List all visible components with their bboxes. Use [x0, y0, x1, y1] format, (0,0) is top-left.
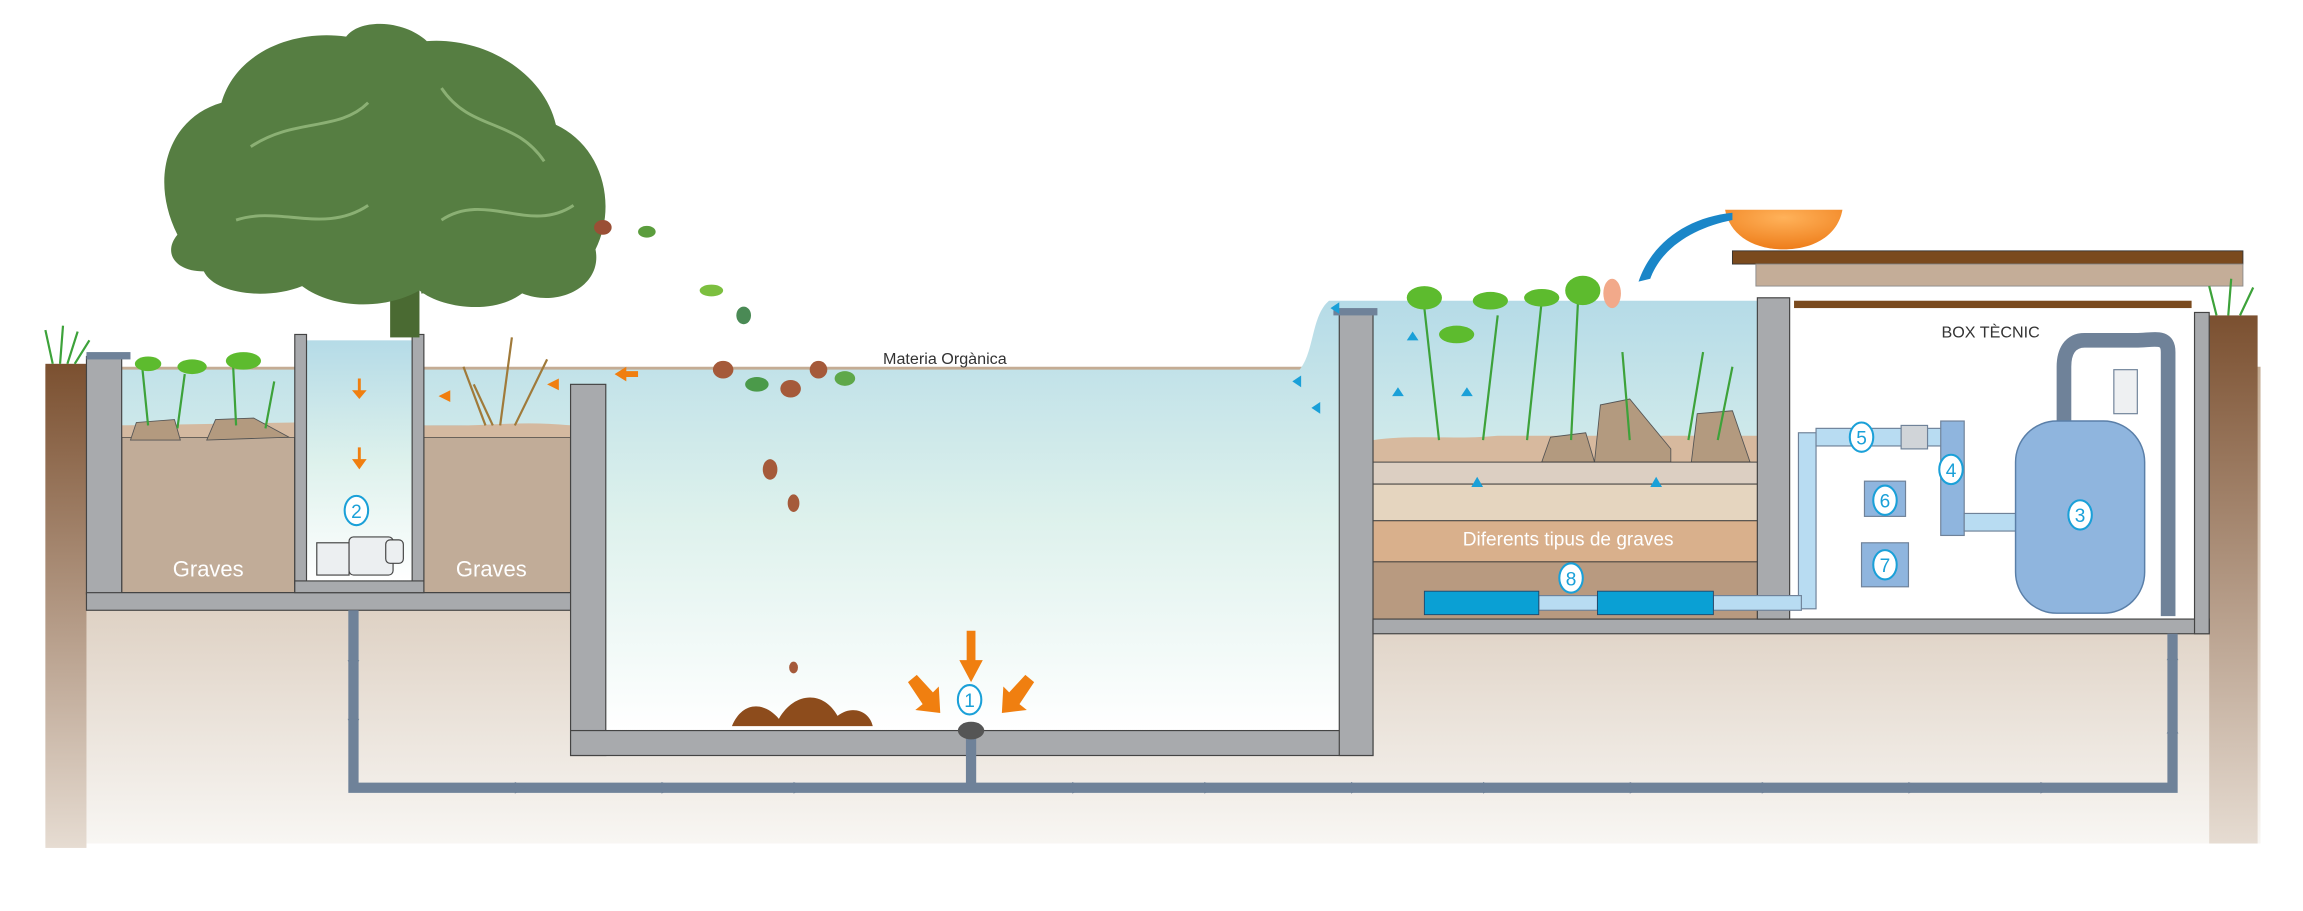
- soil-right: [2209, 315, 2258, 844]
- roof-plank: [1731, 250, 2244, 265]
- marker-3: 3: [2067, 499, 2093, 531]
- coping-left: [86, 352, 131, 360]
- label-organic-matter: Materia Orgànica: [883, 350, 1007, 368]
- svg-text:3: 3: [2075, 506, 2086, 527]
- diffuser-right: [1597, 590, 1714, 616]
- marker-1: 1: [956, 684, 983, 716]
- marker-4: 4: [1938, 453, 1964, 486]
- label-gravel-left: Graves: [173, 557, 244, 582]
- leaves: [594, 220, 873, 727]
- svg-text:1: 1: [964, 691, 975, 712]
- svg-text:7: 7: [1880, 556, 1891, 577]
- gravel-layer-2: [1372, 483, 1758, 522]
- plumbing: [1538, 369, 2138, 611]
- svg-text:4: 4: [1946, 461, 1957, 482]
- svg-text:5: 5: [1856, 428, 1867, 449]
- tree-icon: [164, 23, 606, 338]
- label-gravel-types: Diferents tipus de graves: [1463, 530, 1674, 551]
- svg-text:8: 8: [1566, 569, 1577, 590]
- orange-flow-arrows: [351, 366, 1035, 713]
- gravel-layer-1: [1372, 461, 1758, 485]
- marker-6: 6: [1872, 484, 1898, 516]
- marker-2: 2: [343, 494, 370, 527]
- bottom-drain: [957, 721, 985, 740]
- soil-left: [45, 363, 87, 848]
- marker-8: 8: [1558, 562, 1584, 594]
- concrete-structure: [85, 297, 2210, 757]
- gravel-layer-3: [1372, 520, 1758, 563]
- flow-arrows: [347, 648, 2179, 794]
- blue-flow-arrows: [1292, 302, 1663, 488]
- bowl-icon: [1725, 209, 1843, 250]
- coping-right: [1333, 308, 1378, 316]
- marker-5: 5: [1848, 421, 1875, 453]
- roof-board: [1755, 263, 2244, 287]
- waterfall-icon: [1638, 212, 1733, 282]
- return-pipe: [348, 332, 2178, 793]
- svg-text:6: 6: [1880, 492, 1891, 513]
- pump-icon: [316, 536, 404, 576]
- marker-7: 7: [1872, 549, 1898, 581]
- plants: [44, 278, 2255, 441]
- label-tech-box: BOX TÈCNIC: [1941, 322, 2040, 341]
- rock-icon: [129, 417, 291, 441]
- label-gravel-right: Graves: [456, 557, 527, 582]
- lily-leaves: [134, 275, 1621, 375]
- diffuser-left: [1423, 590, 1540, 616]
- svg-text:2: 2: [351, 502, 362, 523]
- shelf: [1794, 300, 2192, 309]
